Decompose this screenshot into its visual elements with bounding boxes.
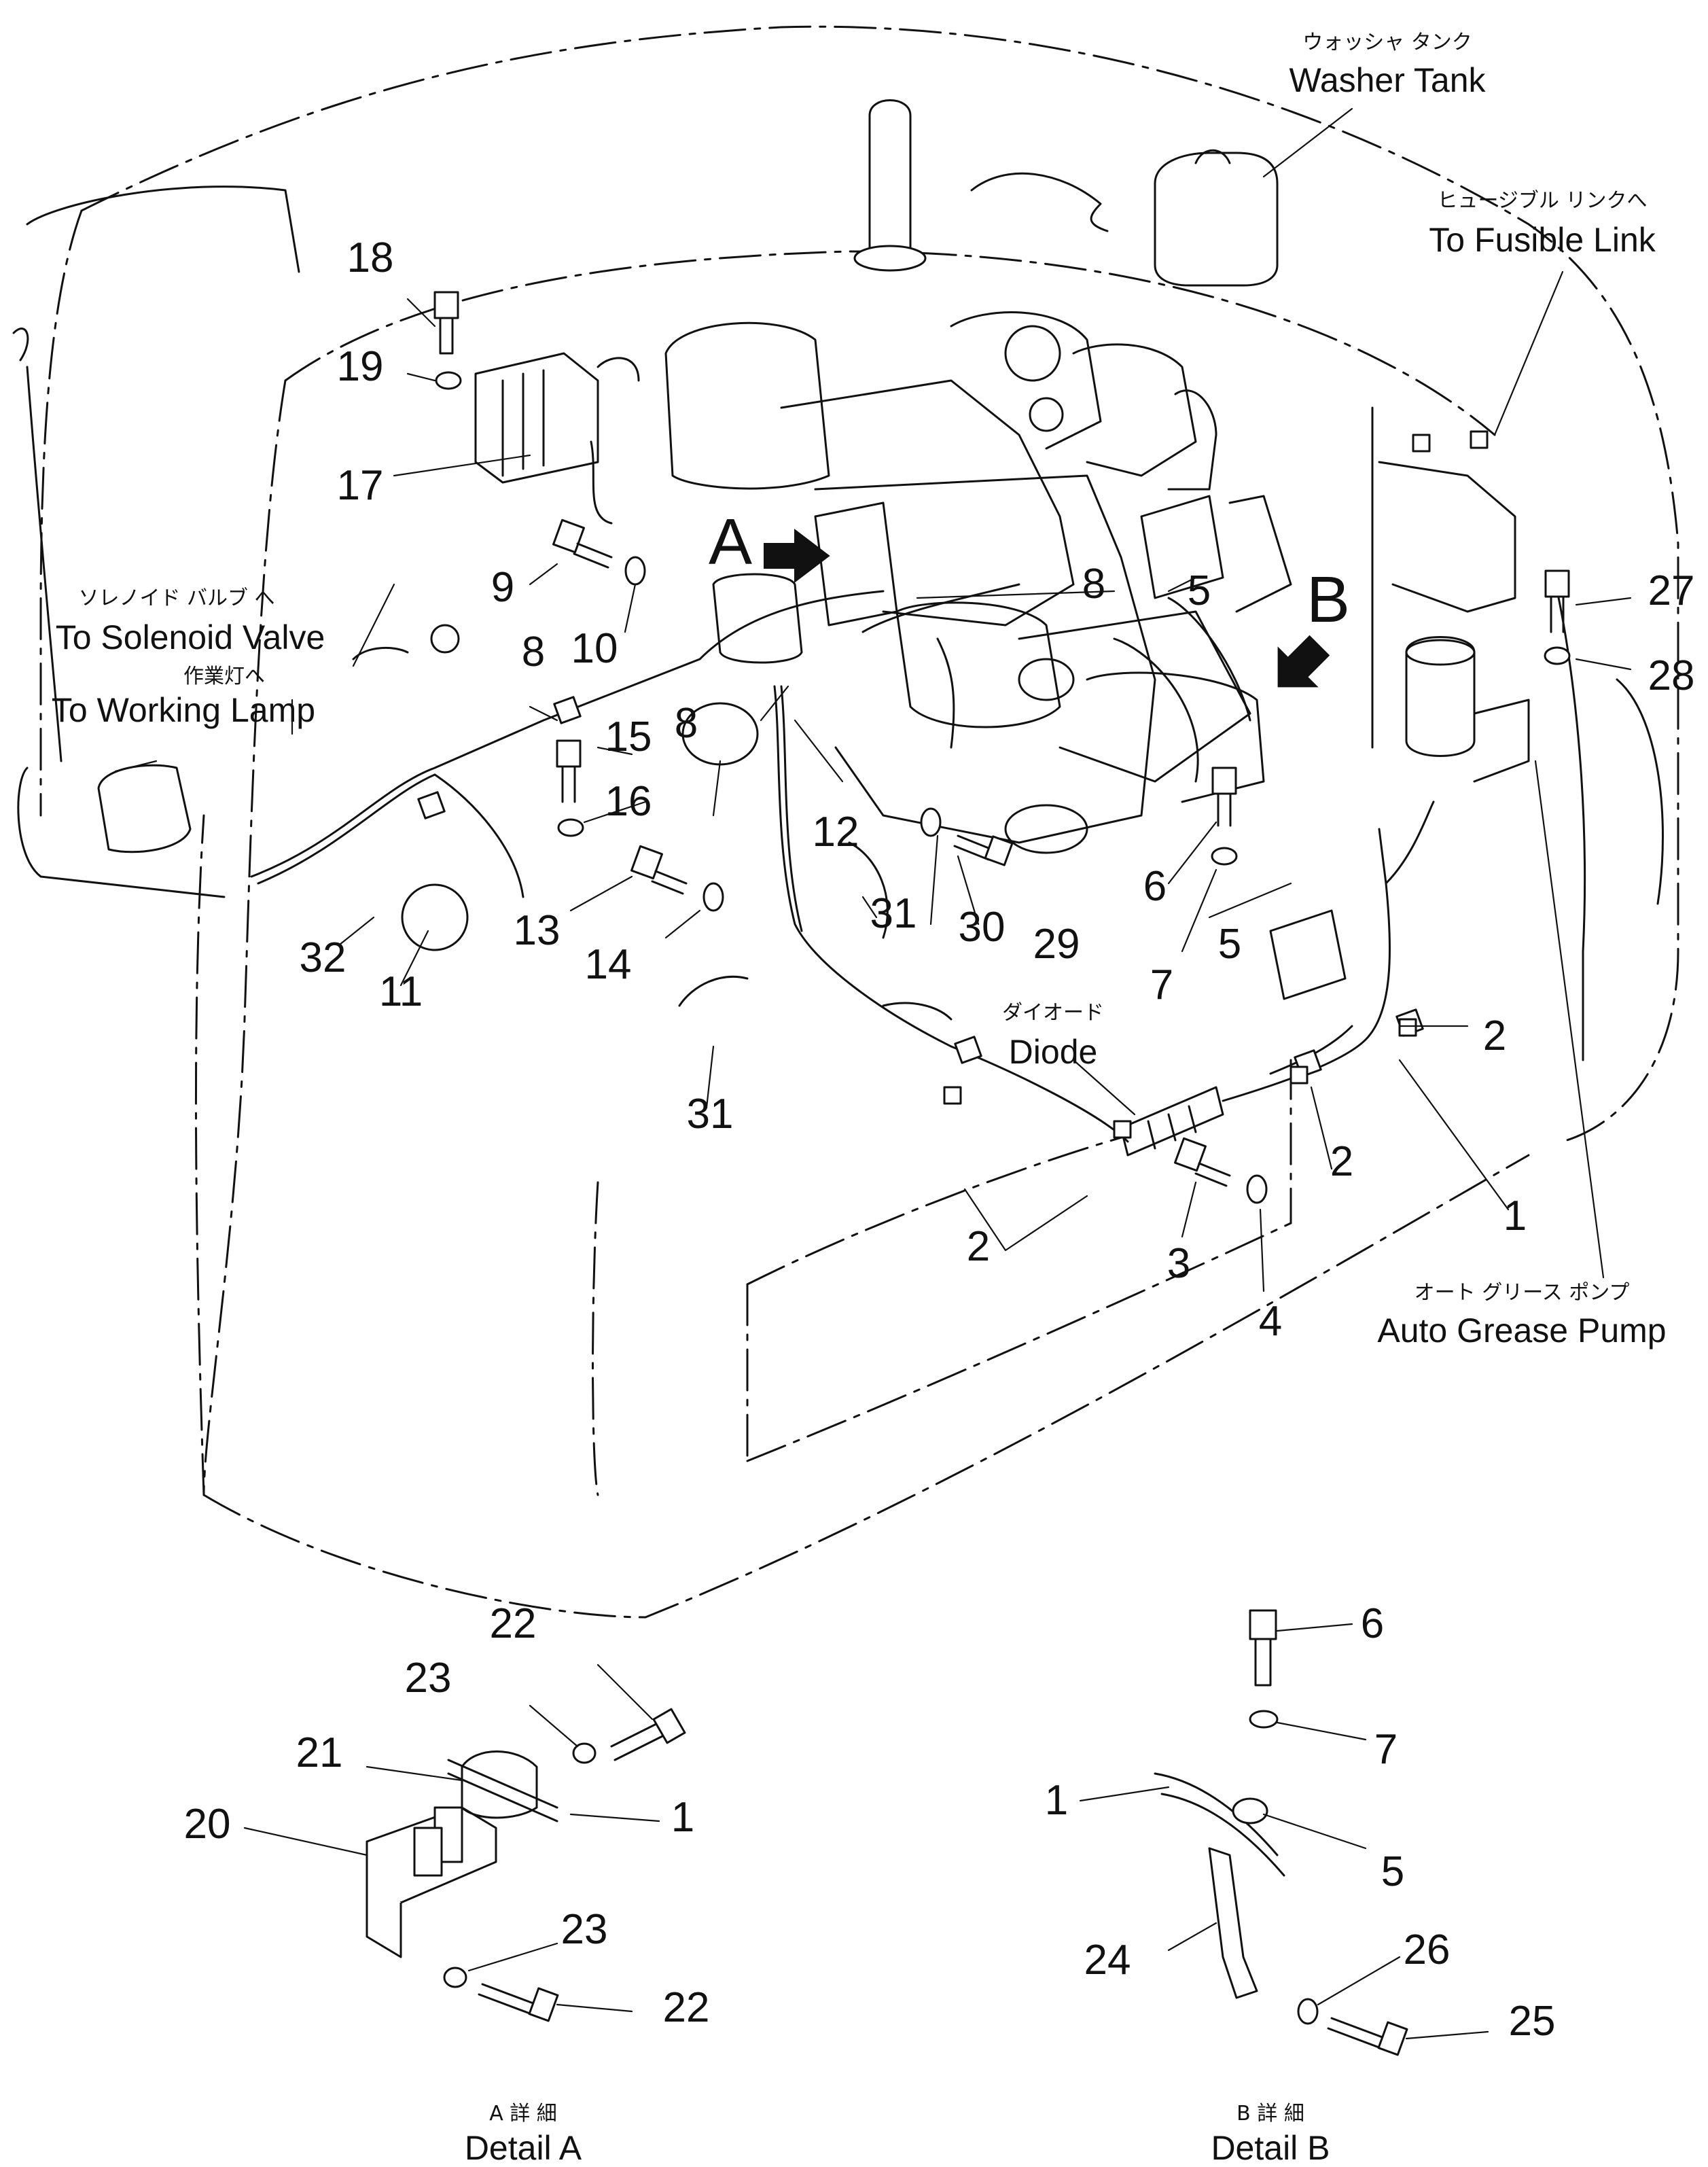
bolt-29-icon bbox=[953, 834, 1014, 866]
view-arrow-a-icon bbox=[764, 528, 830, 584]
part-number: 11 bbox=[379, 968, 423, 1015]
part-number: 1 bbox=[671, 1794, 694, 1841]
engine-assembly bbox=[664, 99, 1292, 854]
part-number: 5 bbox=[1381, 1848, 1404, 1895]
part-number: 32 bbox=[300, 934, 346, 981]
part-number: 3 bbox=[1167, 1240, 1190, 1287]
fusible-link-label-jp: ヒュージブル リンクへ bbox=[1438, 189, 1648, 213]
part-number: 23 bbox=[561, 1906, 608, 1953]
part-number: 2 bbox=[1483, 1012, 1506, 1059]
diode-connector bbox=[1120, 1086, 1224, 1157]
part-number: 13 bbox=[514, 907, 561, 954]
part-number: 10 bbox=[571, 625, 618, 672]
part-number-callouts: 18 19 17 9 10 8 15 16 8 12 13 14 32 11 3… bbox=[184, 234, 1695, 2045]
bolt-9-icon bbox=[552, 518, 613, 569]
washer-tank-label-jp: ウォッシャ タンク bbox=[1302, 31, 1472, 54]
part-number: 18 bbox=[347, 234, 394, 281]
solenoid-valve-label-jp: ソレノイド バルブ へ bbox=[78, 586, 274, 610]
diode-label-jp: ダイオード bbox=[1002, 1001, 1104, 1025]
bolt-3-icon bbox=[1174, 1137, 1231, 1187]
detail-a-label-jp: A 詳 細 bbox=[489, 2102, 557, 2126]
part-number: 2 bbox=[1330, 1138, 1353, 1185]
washer-14-icon bbox=[702, 882, 724, 912]
part-number: 5 bbox=[1218, 921, 1241, 968]
part-number: 28 bbox=[1648, 652, 1695, 699]
view-marker-a: A bbox=[709, 506, 752, 578]
part-number: 6 bbox=[1361, 1600, 1384, 1647]
part-number: 7 bbox=[1150, 962, 1173, 1008]
part-number: 31 bbox=[870, 890, 917, 937]
part-number: 7 bbox=[1374, 1726, 1398, 1773]
washer-30-icon bbox=[920, 807, 942, 837]
solenoid-valve-label: To Solenoid Valve bbox=[56, 618, 325, 656]
clamp-2-icons bbox=[943, 1018, 1417, 1139]
bolt-27-icon bbox=[1544, 569, 1570, 633]
part-number: 30 bbox=[959, 904, 1006, 951]
part-number: 21 bbox=[296, 1729, 343, 1776]
diode-label: Diode bbox=[1009, 1033, 1098, 1071]
washer-7-icon bbox=[1211, 847, 1238, 866]
washer-28-icon bbox=[1544, 646, 1571, 665]
washer-tank-icon bbox=[1154, 149, 1279, 287]
working-lamp-label: To Working Lamp bbox=[52, 691, 315, 729]
part-number: 8 bbox=[1082, 561, 1105, 607]
detail-b-label-jp: B 詳 細 bbox=[1236, 2102, 1304, 2126]
view-arrow-b-icon bbox=[1277, 635, 1330, 688]
part-number: 22 bbox=[490, 1600, 537, 1647]
part-number: 8 bbox=[522, 629, 545, 675]
washer-4-icon bbox=[1246, 1174, 1268, 1204]
part-number: 8 bbox=[675, 700, 698, 747]
part-number: 19 bbox=[337, 343, 384, 390]
part-number: 26 bbox=[1404, 1926, 1451, 1973]
part-number: 1 bbox=[1045, 1777, 1068, 1824]
part-number: 23 bbox=[405, 1655, 452, 1702]
washer-tank-label: Washer Tank bbox=[1289, 61, 1486, 99]
part-number: 29 bbox=[1033, 921, 1080, 968]
fusible-link-block bbox=[1371, 406, 1516, 749]
part-number: 31 bbox=[687, 1091, 734, 1138]
working-lamp-icon bbox=[97, 624, 469, 951]
auto-grease-pump-icon bbox=[1405, 636, 1530, 783]
part-number: 15 bbox=[605, 713, 652, 760]
leader-lines bbox=[114, 107, 1632, 1292]
washer-10-icon bbox=[624, 556, 646, 586]
part-number: 5 bbox=[1188, 567, 1211, 614]
callout-labels: ウォッシャ タンク Washer Tank ヒュージブル リンクへ To Fus… bbox=[52, 31, 1667, 2167]
part-number: 14 bbox=[585, 941, 632, 988]
part-number: 17 bbox=[337, 462, 384, 509]
part-number: 1 bbox=[1504, 1193, 1527, 1239]
bolt-15-icon bbox=[556, 739, 582, 803]
detail-a-drawing bbox=[243, 1663, 686, 2022]
part-number: 2 bbox=[967, 1223, 990, 1270]
bolt-13-icon bbox=[630, 845, 688, 895]
fusible-link-label: To Fusible Link bbox=[1429, 221, 1656, 259]
part-number: 9 bbox=[491, 564, 514, 611]
washer-16-icon bbox=[557, 818, 584, 837]
grease-pump-label: Auto Grease Pump bbox=[1377, 1311, 1666, 1350]
bolt-18-icon bbox=[433, 291, 459, 355]
wiring-harness bbox=[250, 172, 1435, 1143]
relay-block bbox=[474, 352, 640, 484]
bolt-6-icon bbox=[1211, 767, 1237, 827]
view-marker-b: B bbox=[1306, 563, 1350, 636]
part-number: 25 bbox=[1509, 1998, 1556, 2045]
part-number: 27 bbox=[1648, 567, 1695, 614]
part-number: 4 bbox=[1259, 1298, 1282, 1345]
grease-pump-label-jp: オート グリース ポンプ bbox=[1415, 1281, 1630, 1305]
part-number: 6 bbox=[1143, 863, 1167, 910]
part-number: 20 bbox=[184, 1801, 231, 1848]
detail-a-label: Detail A bbox=[465, 2129, 582, 2167]
working-lamp-label-jp: 作業灯へ bbox=[183, 665, 265, 688]
detail-b-label: Detail B bbox=[1211, 2129, 1330, 2167]
washer-19-icon bbox=[435, 371, 462, 390]
part-number: 22 bbox=[663, 1984, 710, 2031]
detail-b-drawing bbox=[1079, 1609, 1489, 2056]
part-number: 16 bbox=[605, 778, 652, 825]
fasteners-main bbox=[433, 291, 1571, 1204]
part-number: 24 bbox=[1084, 1937, 1131, 1984]
part-number: 12 bbox=[813, 809, 859, 856]
solenoid-block bbox=[1269, 909, 1347, 1000]
